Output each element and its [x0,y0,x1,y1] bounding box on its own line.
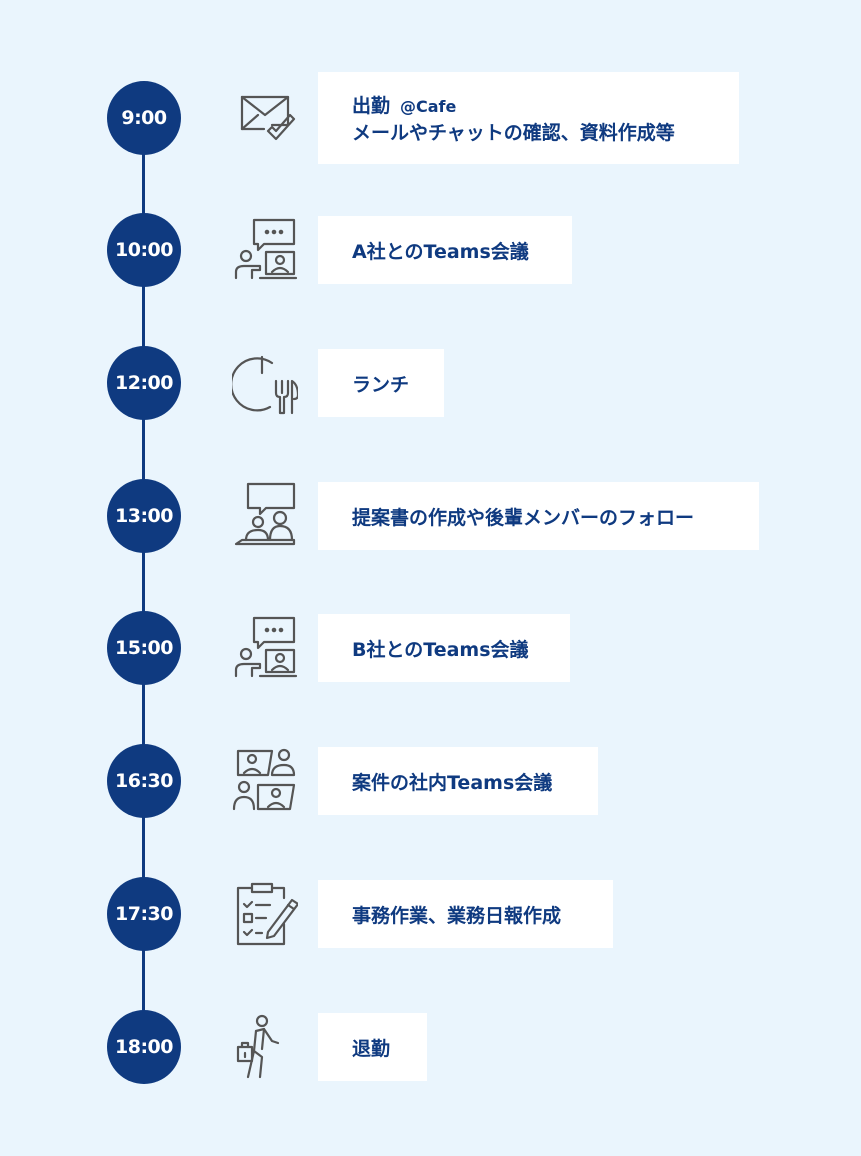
online-meeting-icon [232,614,298,680]
time-badge: 16:30 [107,744,181,818]
schedule-text: 提案書の作成や後輩メンバーのフォロー [352,506,695,529]
time-label: 18:00 [115,1036,173,1058]
internal-meeting-icon [232,747,298,813]
schedule-row-0900: 9:00 出勤 @Cafe メールやチャットの確認、資料作成等 [0,68,861,168]
time-label: 12:00 [115,372,173,394]
schedule-card: ランチ [318,349,444,417]
schedule-row-1000: 10:00 A社とのTeams会議 [0,200,861,300]
timeline-connector-line [142,118,145,1048]
schedule-text: A社とのTeams会議 [352,240,529,263]
schedule-card: 事務作業、業務日報作成 [318,880,613,948]
clock-cutlery-icon [232,349,298,415]
schedule-card: B社とのTeams会議 [318,614,570,682]
clipboard-pencil-icon [232,880,298,946]
schedule-text: メールやチャットの確認、資料作成等 [352,122,675,144]
time-label: 9:00 [121,107,167,129]
time-label: 16:30 [115,770,173,792]
schedule-text: 案件の社内Teams会議 [352,771,553,794]
time-label: 15:00 [115,637,173,659]
schedule-text: ランチ [352,373,410,396]
schedule-card: 提案書の作成や後輩メンバーのフォロー [318,482,759,550]
schedule-row-1200: 12:00 ランチ [0,333,861,433]
time-badge: 15:00 [107,611,181,685]
schedule-row-1630: 16:30 案件の社内Teams会議 [0,731,861,831]
time-badge: 9:00 [107,81,181,155]
time-badge: 17:30 [107,877,181,951]
location-tag: @Cafe [400,97,457,116]
schedule-card: 出勤 @Cafe メールやチャットの確認、資料作成等 [318,72,739,164]
schedule-row-1730: 17:30 事務作業、業務日報作成 [0,864,861,964]
schedule-text: 事務作業、業務日報作成 [352,904,562,927]
online-meeting-icon [232,216,298,282]
envelope-check-icon [232,85,298,151]
discussion-icon [232,482,298,548]
schedule-text: B社とのTeams会議 [352,638,529,661]
time-label: 17:30 [115,903,173,925]
schedule-card: A社とのTeams会議 [318,216,572,284]
schedule-row-1800: 18:00 退勤 [0,997,861,1097]
walking-person-icon [232,1013,298,1079]
schedule-title: 出勤 [352,95,391,117]
schedule-row-1300: 13:00 提案書の作成や後輩メンバーのフォロー [0,466,861,566]
schedule-text: 退勤 [352,1037,391,1060]
time-badge: 10:00 [107,213,181,287]
schedule-card: 案件の社内Teams会議 [318,747,598,815]
time-badge: 13:00 [107,479,181,553]
time-label: 10:00 [115,239,173,261]
time-badge: 12:00 [107,346,181,420]
schedule-row-1500: 15:00 B社とのTeams会議 [0,598,861,698]
schedule-card: 退勤 [318,1013,427,1081]
time-badge: 18:00 [107,1010,181,1084]
time-label: 13:00 [115,505,173,527]
